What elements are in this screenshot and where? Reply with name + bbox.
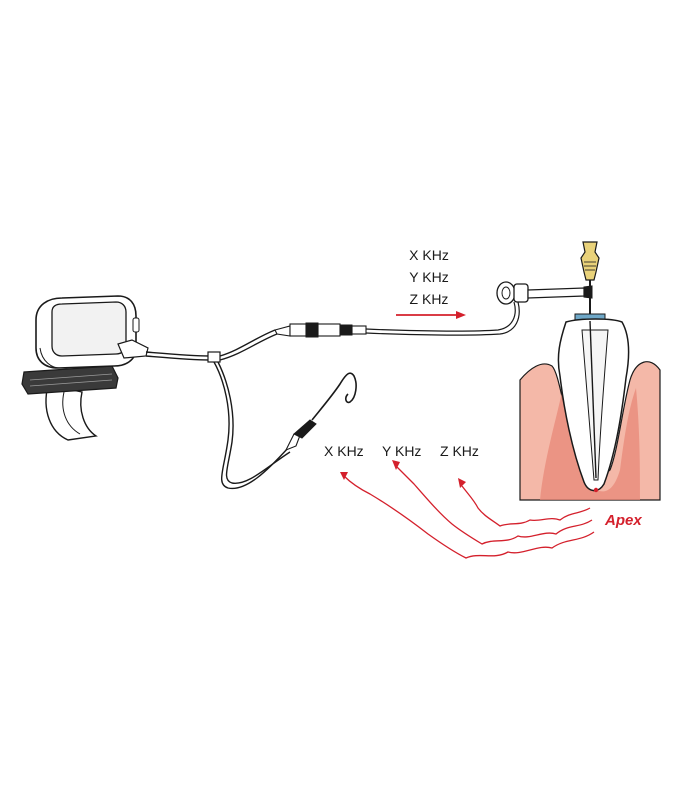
outgoing-frequency-labels: X KHz Y KHz Z KHz (409, 247, 449, 307)
apex-label: Apex (604, 512, 642, 529)
file-holder-icon (496, 281, 593, 305)
cable-system (117, 301, 520, 490)
return-freq-z: Z KHz (440, 443, 479, 459)
apex-locator-device-icon (21, 295, 140, 441)
tooth-root-canal-icon (519, 318, 661, 501)
endodontic-file-icon (574, 241, 606, 322)
return-signal-waves (343, 465, 595, 559)
return-signal-arrowheads (340, 460, 466, 488)
lip-clip-hook-icon (284, 372, 357, 452)
return-freq-x: X KHz (324, 443, 364, 459)
outgoing-freq-x: X KHz (409, 247, 449, 263)
outgoing-freq-y: Y KHz (409, 269, 448, 285)
return-frequency-labels: X KHz Y KHz Z KHz (324, 443, 479, 459)
outgoing-signal-arrow (396, 311, 466, 319)
return-freq-y: Y KHz (382, 443, 421, 459)
outgoing-freq-z: Z KHz (410, 291, 449, 307)
